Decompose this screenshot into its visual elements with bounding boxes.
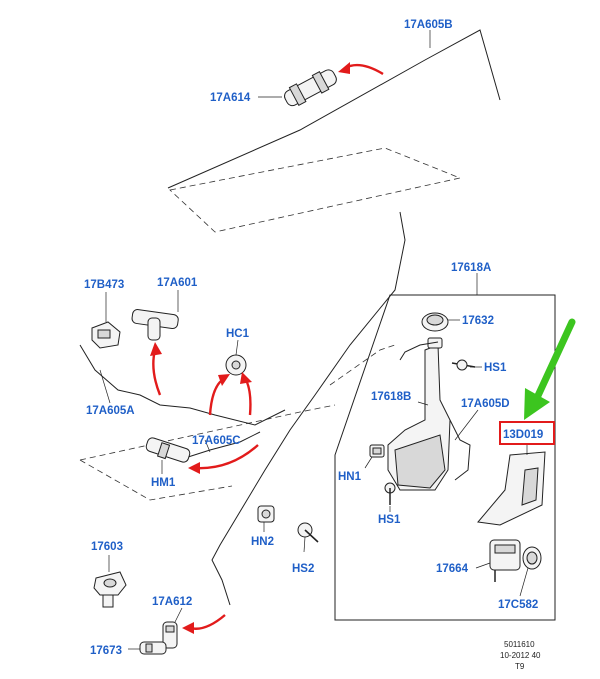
leader-17A605D — [454, 409, 479, 441]
red-arrow-17A612 — [189, 614, 226, 630]
reservoir-assembly-box — [334, 294, 556, 621]
label-17664: 17664 — [436, 563, 469, 575]
hose-17A605C — [184, 431, 261, 459]
dashed-panel-top — [169, 147, 462, 233]
reference-code-line2: 10-2012 40 — [500, 651, 541, 660]
part-HN1 — [369, 444, 385, 458]
red-arrowhead-17A601 — [150, 342, 162, 356]
reference-code-line1: 5011610 — [504, 640, 535, 649]
label-HN1: HN1 — [338, 471, 362, 483]
part-17A601-tee — [131, 309, 179, 341]
leader-17A605A — [99, 369, 111, 404]
label-17618B: 17618B — [371, 391, 411, 403]
label-17A605D: 17A605D — [461, 398, 510, 410]
hose-17A605D — [449, 419, 471, 481]
red-arrowhead-17A612 — [182, 622, 194, 634]
red-arrow-HM1 — [194, 444, 259, 470]
label-17A601: 17A601 — [157, 277, 198, 289]
part-HC1-clip — [225, 354, 247, 376]
red-arrow-HC1-b — [243, 377, 252, 416]
label-HS1-lower: HS1 — [378, 514, 401, 526]
label-17A605C: 17A605C — [192, 435, 241, 447]
green-arrow-indicator — [524, 318, 576, 420]
label-HC1: HC1 — [226, 328, 250, 340]
hose-17A605A — [79, 344, 286, 426]
leader-HC1 — [235, 339, 239, 356]
red-arrowhead-HC1-b — [240, 372, 252, 384]
label-17603: 17603 — [91, 541, 123, 553]
part-17C582-grommet — [522, 546, 542, 570]
red-arrow-17A601 — [152, 349, 162, 396]
leader-HS2 — [303, 536, 306, 553]
part-HS1-lower — [384, 482, 396, 505]
reference-code-line3: T9 — [515, 662, 525, 671]
part-13D019-bracket — [477, 451, 546, 526]
part-17603-jet — [93, 571, 127, 608]
red-arrowhead-HC1-a — [218, 374, 230, 386]
leader-17664 — [475, 562, 491, 569]
hose-17A605B — [167, 29, 501, 189]
red-arrow-17A614 — [344, 63, 384, 76]
part-HS1-upper — [451, 359, 476, 371]
label-17C582: 17C582 — [498, 599, 538, 611]
red-arrowhead-17A614 — [338, 62, 350, 74]
leader-17618B — [417, 401, 429, 406]
red-arrowhead-HM1 — [188, 462, 200, 474]
part-17673 — [139, 641, 167, 655]
leader-17C582 — [519, 567, 529, 597]
label-17A612: 17A612 — [152, 596, 192, 608]
leader-HN1 — [364, 456, 373, 469]
part-HS2 — [297, 522, 319, 543]
part-17632-cap — [421, 312, 449, 332]
dashed-panel-right — [329, 344, 396, 386]
label-17618A: 17618A — [451, 262, 491, 274]
label-13D019: 13D019 — [503, 429, 543, 441]
label-17A605A: 17A605A — [86, 405, 135, 417]
part-17B473-clip — [91, 321, 121, 349]
label-HM1: HM1 — [151, 477, 176, 489]
part-HM1 — [145, 437, 191, 463]
label-17B473: 17B473 — [84, 279, 124, 291]
label-HS1-upper: HS1 — [484, 362, 507, 374]
label-17A614: 17A614 — [210, 92, 251, 104]
part-17A612-elbow — [162, 621, 178, 649]
leader-17A605C — [204, 439, 211, 453]
part-HN2 — [257, 505, 275, 523]
label-17632: 17632 — [462, 315, 494, 327]
label-17673: 17673 — [90, 645, 122, 657]
wire-connector — [399, 341, 439, 361]
dashed-panel-left — [79, 404, 336, 501]
label-17A605B: 17A605B — [404, 19, 453, 31]
leader-17A612 — [174, 607, 183, 623]
hose-main — [211, 211, 406, 606]
part-17618B-reservoir — [387, 337, 451, 491]
label-HN2: HN2 — [251, 536, 274, 548]
part-17A614 — [284, 69, 337, 107]
highlight-box-13D019 — [499, 421, 555, 445]
part-17664-pump — [489, 539, 521, 582]
label-HS2: HS2 — [292, 563, 314, 575]
